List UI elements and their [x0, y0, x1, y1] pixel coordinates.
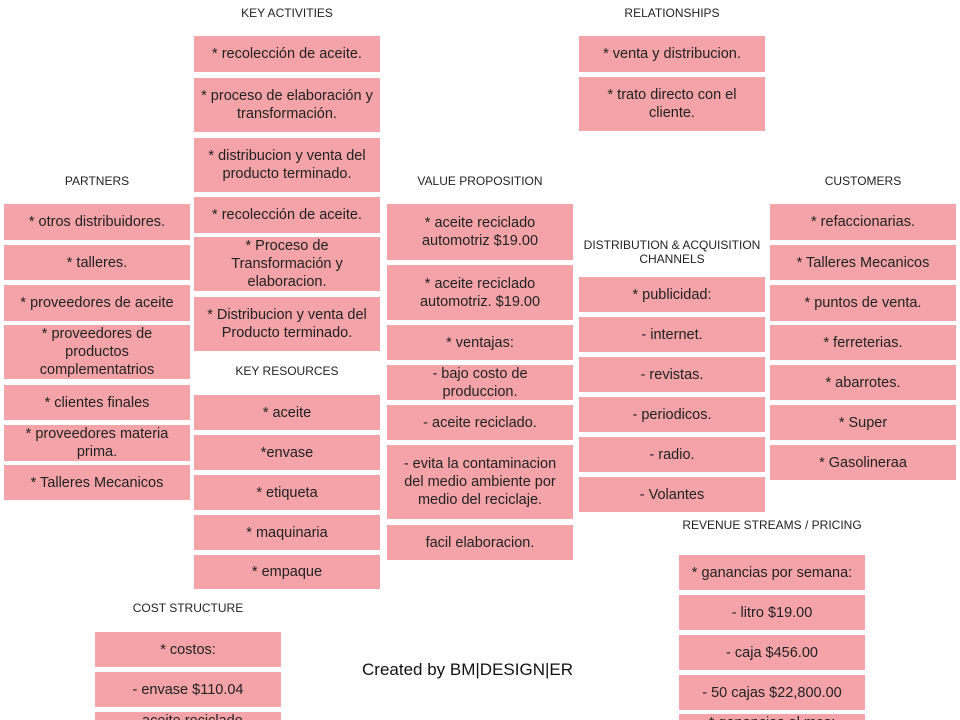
cost-item: * costos: [95, 632, 281, 667]
value-item: - aceite reciclado. [387, 405, 573, 440]
distribution-item: - Volantes [579, 477, 765, 512]
value-item: - evita la contaminacion del medio ambie… [387, 445, 573, 519]
partner-item: * proveedores de aceite [4, 285, 190, 321]
key-activity-item: * recolección de aceite. [194, 197, 380, 233]
customer-item: * abarrotes. [770, 365, 956, 400]
key-activity-item: * recolección de aceite. [194, 36, 380, 72]
partner-item: * otros distribuidores. [4, 204, 190, 240]
customer-item: * ferreterias. [770, 325, 956, 360]
value-item: facil elaboracion. [387, 525, 573, 560]
revenue-item: - litro $19.00 [679, 595, 865, 630]
partner-item: * proveedores materia prima. [4, 425, 190, 461]
resource-item: * etiqueta [194, 475, 380, 510]
customer-item: * puntos de venta. [770, 285, 956, 321]
customer-item: * Gasolineraa [770, 445, 956, 480]
value-item: - bajo costo de produccion. [387, 365, 573, 400]
key-activity-item: * Proceso de Transformación y elaboracio… [194, 237, 380, 291]
revenue-item: * ganancias al mes: [679, 714, 865, 720]
revenue-header: REVENUE STREAMS / PRICING [682, 518, 862, 532]
resource-item: * aceite [194, 395, 380, 430]
key-resources-header: KEY RESOURCES [235, 364, 339, 378]
customer-item: * Super [770, 405, 956, 440]
value-proposition-header: VALUE PROPOSITION [417, 174, 543, 188]
partner-item: * talleres. [4, 245, 190, 280]
distribution-item: * publicidad: [579, 277, 765, 312]
value-item: * aceite reciclado automotriz $19.00 [387, 204, 573, 260]
revenue-item: - caja $456.00 [679, 635, 865, 670]
cost-item: - envase $110.04 [95, 672, 281, 707]
customers-header: CUSTOMERS [824, 174, 902, 188]
distribution-item: - internet. [579, 317, 765, 352]
resource-item: *envase [194, 435, 380, 470]
relationships-header: RELATIONSHIPS [624, 6, 720, 20]
partner-item: * Talleres Mecanicos [4, 465, 190, 500]
value-item: * ventajas: [387, 325, 573, 360]
key-activity-item: * distribucion y venta del producto term… [194, 138, 380, 192]
resource-item: * maquinaria [194, 515, 380, 550]
customer-item: * Talleres Mecanicos [770, 245, 956, 280]
key-activities-header: KEY ACTIVITIES [241, 6, 333, 20]
distribution-header: DISTRIBUTION & ACQUISITION CHANNELS [583, 238, 761, 266]
relationship-item: * trato directo con el cliente. [579, 77, 765, 131]
key-activity-item: * proceso de elaboración y transformació… [194, 78, 380, 132]
distribution-item: - revistas. [579, 357, 765, 392]
revenue-item: - 50 cajas $22,800.00 [679, 675, 865, 710]
value-item: * aceite reciclado automotriz. $19.00 [387, 265, 573, 320]
cost-structure-header: COST STRUCTURE [132, 601, 244, 615]
resource-item: * empaque [194, 555, 380, 589]
partners-header: PARTNERS [64, 174, 130, 188]
partner-item: * clientes finales [4, 385, 190, 420]
cost-item: - aceite reciclado [95, 712, 281, 720]
customer-item: * refaccionarias. [770, 204, 956, 240]
key-activity-item: * Distribucion y venta del Producto term… [194, 297, 380, 351]
revenue-item: * ganancias por semana: [679, 555, 865, 590]
partner-item: * proveedores de productos complementatr… [4, 325, 190, 379]
distribution-item: - periodicos. [579, 397, 765, 432]
distribution-item: - radio. [579, 437, 765, 472]
relationship-item: * venta y distribucion. [579, 36, 765, 72]
credit-text: Created by BM|DESIGN|ER [362, 660, 574, 679]
